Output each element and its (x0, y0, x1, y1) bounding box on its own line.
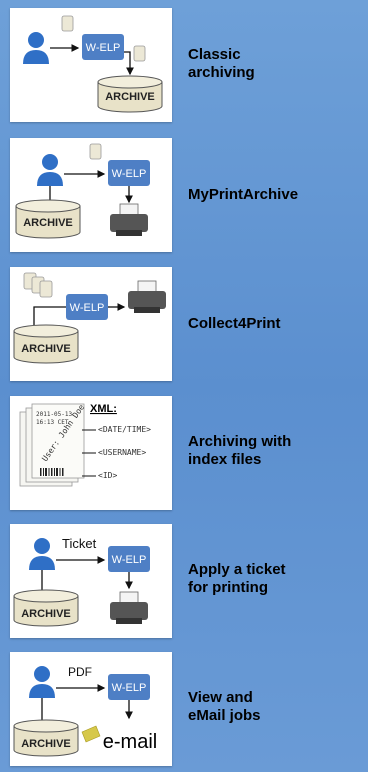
label-line: Classic (188, 46, 241, 63)
document-icon (61, 15, 74, 32)
person-icon (37, 154, 63, 186)
index-files-diagram: 2011-05-13 16:13 CET User: John Doe XML: (10, 396, 172, 510)
document-stack-icon: 2011-05-13 16:13 CET User: John Doe (19, 403, 86, 487)
printer-icon (110, 203, 148, 236)
archive-label: ARCHIVE (21, 738, 71, 750)
w-elp-label: W-ELP (112, 682, 147, 694)
index-files-label: Archiving with index files (188, 433, 364, 469)
ticket-label: Ticket (62, 536, 97, 551)
person-icon (29, 666, 55, 698)
barcode-icon (40, 468, 64, 476)
printer-icon (128, 280, 166, 313)
person-icon (23, 32, 49, 64)
envelope-icon (81, 725, 101, 743)
collect4print-label: Collect4Print (188, 315, 364, 333)
printer-icon (110, 591, 148, 624)
xml-field: <USERNAME> (98, 448, 146, 457)
label-line: View and (188, 689, 253, 706)
document-icon (89, 143, 102, 160)
apply-ticket-diagram: Ticket W-ELP ARCHIVE (10, 524, 172, 638)
label-line: for printing (188, 579, 268, 596)
w-elp-label: W-ELP (86, 42, 121, 54)
view-email-label: View and eMail jobs (188, 689, 364, 725)
w-elp-box: W-ELP (108, 674, 150, 700)
w-elp-label: W-ELP (112, 168, 147, 180)
doc-time: 16:13 CET (36, 419, 69, 426)
archive-icon: ARCHIVE (97, 75, 163, 113)
label-line: eMail jobs (188, 707, 261, 724)
xml-title: XML: (90, 403, 117, 415)
label-line: Archiving with (188, 433, 292, 450)
w-elp-box: W-ELP (108, 546, 150, 572)
label-line: Collect4Print (188, 315, 281, 332)
pdf-label: PDF (68, 665, 92, 679)
person-icon (29, 538, 55, 570)
archive-icon: ARCHIVE (13, 324, 79, 364)
archive-label: ARCHIVE (21, 343, 71, 355)
archive-label: ARCHIVE (105, 91, 155, 103)
apply-ticket-label: Apply a ticket for printing (188, 561, 364, 597)
xml-field: <ID> (98, 471, 117, 480)
archive-label: ARCHIVE (23, 217, 73, 229)
email-label: e-mail (103, 731, 157, 753)
w-elp-label: W-ELP (70, 302, 105, 314)
archive-icon: ARCHIVE (13, 719, 79, 757)
w-elp-box: W-ELP (82, 34, 124, 60)
document-stack-icon (23, 272, 53, 298)
w-elp-label: W-ELP (112, 554, 147, 566)
w-elp-box: W-ELP (108, 160, 150, 186)
document-icon (133, 45, 146, 62)
label-line: MyPrintArchive (188, 186, 299, 203)
archive-icon: ARCHIVE (15, 199, 81, 239)
archive-label: ARCHIVE (21, 608, 71, 620)
w-elp-box: W-ELP (66, 294, 108, 320)
archive-icon: ARCHIVE (13, 589, 79, 627)
doc-date: 2011-05-13 (36, 411, 73, 418)
myprintarchive-label: MyPrintArchive (188, 186, 364, 204)
classic-archiving-diagram: W-ELP ARCHIVE (10, 8, 172, 122)
myprintarchive-diagram: W-ELP ARCHIVE (10, 138, 172, 252)
collect4print-diagram: W-ELP ARCHIVE (10, 267, 172, 381)
view-email-diagram: PDF W-ELP ARCHIVE e-mail (10, 652, 172, 766)
label-line: Apply a ticket (188, 561, 286, 578)
label-line: index files (188, 451, 262, 468)
xml-field: <DATE/TIME> (98, 425, 151, 434)
classic-archiving-label: Classic archiving (188, 46, 364, 82)
label-line: archiving (188, 64, 255, 81)
